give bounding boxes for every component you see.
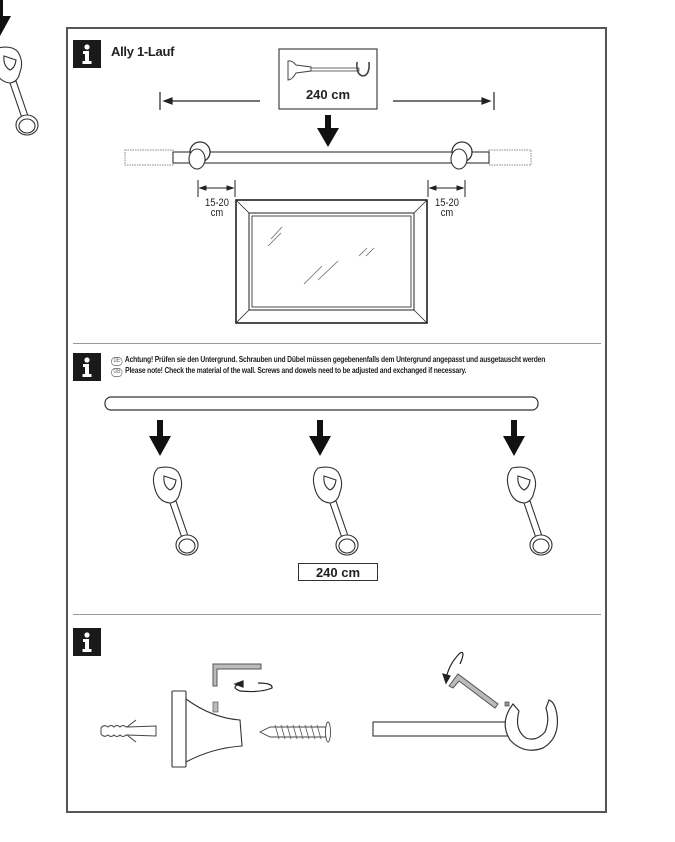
rotate-arrow-icon bbox=[233, 680, 273, 693]
rod-length-label: 240 cm bbox=[298, 563, 378, 581]
flag-gb-icon: GB bbox=[111, 368, 123, 377]
distance-left-value: 15-20 bbox=[205, 197, 229, 209]
distance-right-label: 15-20 cm bbox=[432, 197, 463, 219]
warning-note-gb-text: Please note! Check the material of the w… bbox=[125, 366, 467, 375]
curtain-rod bbox=[124, 141, 532, 170]
warning-note-de-text: Achtung! Prüfen sie den Untergrund. Schr… bbox=[124, 355, 546, 364]
info-icon bbox=[73, 628, 101, 656]
hex-key-icon bbox=[448, 673, 499, 709]
section-divider bbox=[73, 343, 601, 344]
product-box bbox=[278, 48, 378, 110]
bracket-ring bbox=[504, 699, 559, 751]
down-arrow-icon bbox=[0, 0, 11, 36]
rod-segment bbox=[372, 721, 511, 737]
distance-right-unit: cm bbox=[440, 207, 454, 219]
wall-bracket bbox=[0, 46, 39, 136]
product-title: Ally 1-Lauf bbox=[111, 44, 175, 59]
rotate-arrow-icon bbox=[442, 651, 464, 685]
screw-icon bbox=[258, 721, 331, 743]
hex-key-icon bbox=[212, 663, 262, 687]
wall-bracket-base bbox=[171, 690, 243, 768]
flag-de-icon: DE bbox=[111, 357, 123, 366]
window-frame bbox=[235, 199, 428, 324]
dowel-icon bbox=[100, 719, 157, 743]
distance-left-label: 15-20 cm bbox=[202, 197, 233, 219]
distance-markers bbox=[197, 180, 466, 197]
distance-right-value: 15-20 bbox=[435, 197, 459, 209]
bracket-ring-icon bbox=[356, 61, 370, 77]
down-arrow-icon bbox=[317, 115, 339, 147]
length-arrows bbox=[159, 92, 495, 110]
info-icon bbox=[73, 353, 101, 381]
info-icon bbox=[73, 40, 101, 68]
curtain-rod bbox=[104, 396, 539, 411]
distance-left-unit: cm bbox=[210, 207, 224, 219]
section-divider bbox=[73, 614, 601, 615]
page-frame bbox=[66, 27, 607, 813]
product-length-label: 240 cm bbox=[305, 87, 351, 102]
